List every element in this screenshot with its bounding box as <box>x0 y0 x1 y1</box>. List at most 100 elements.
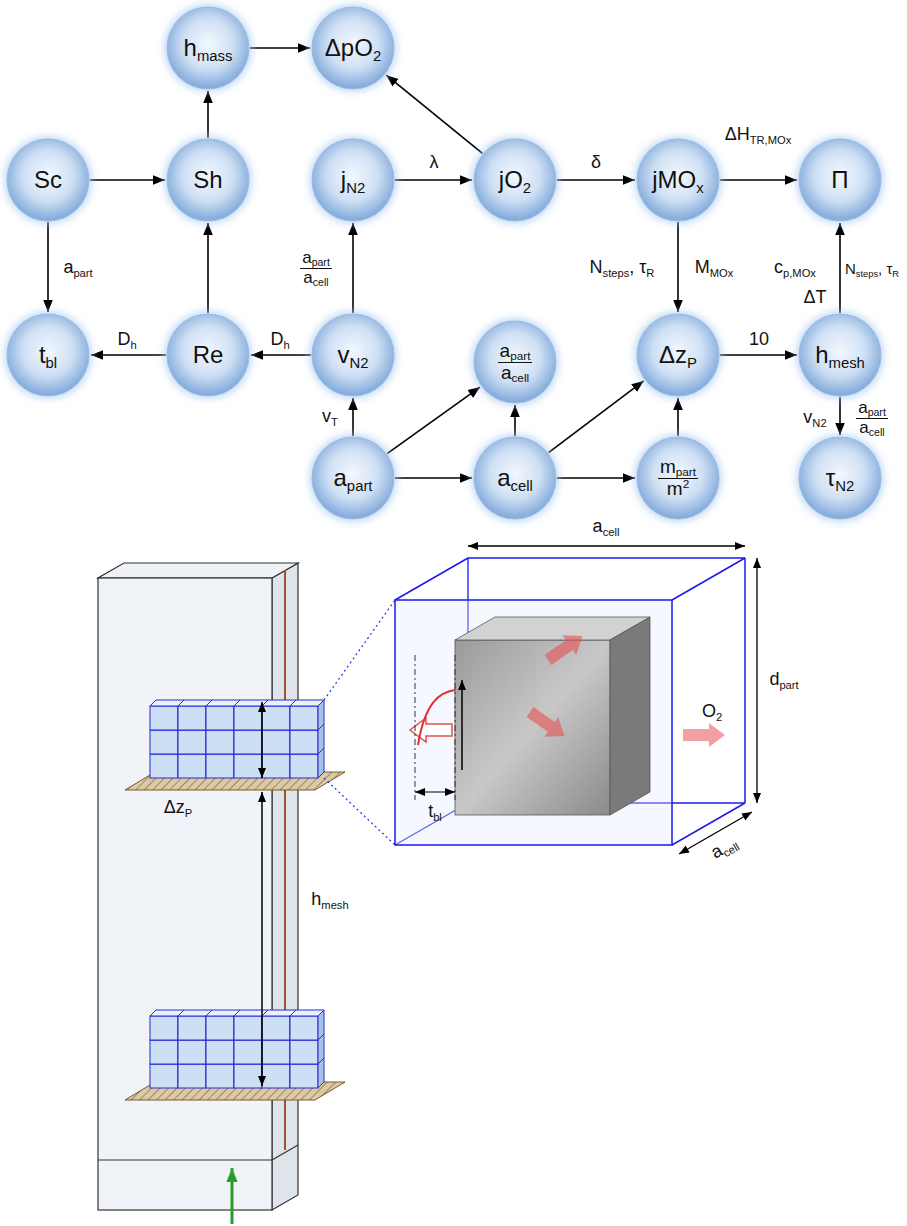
particle-layer <box>150 700 324 778</box>
text-run: 2 <box>373 48 381 64</box>
annotation-label: acell <box>706 832 743 865</box>
annotation-box: cp,MOx <box>772 258 818 278</box>
cell-edge <box>395 558 468 600</box>
annotation-label: hmesh <box>309 890 350 910</box>
text-run: t <box>39 341 46 368</box>
dimension-arrow <box>261 792 263 1086</box>
variable-circle: vN2 <box>311 313 395 397</box>
edge-label-box: Dh <box>115 330 138 350</box>
dependency-arrow <box>207 91 209 138</box>
text-run: O <box>702 701 716 721</box>
particle-front <box>455 640 610 815</box>
text-run: a <box>303 268 312 287</box>
variable-name: τN2 <box>826 465 855 491</box>
text-run: , τ <box>878 260 892 277</box>
annotation-box: dpart <box>767 670 800 690</box>
edge-label: Dh <box>115 330 138 350</box>
text-run: cell <box>313 276 329 288</box>
text-run: part <box>347 478 373 494</box>
dependency-arrow <box>395 179 472 181</box>
circle-glow <box>635 137 721 223</box>
dependency-arrow <box>839 223 841 313</box>
text-run: a <box>501 362 512 383</box>
dimension-arrow <box>468 545 745 546</box>
annotation-box: tbl <box>426 802 444 822</box>
text-run: N2 <box>346 180 365 196</box>
circle-glow <box>797 137 883 223</box>
text-run: part <box>510 349 530 362</box>
dependency-arrow <box>677 398 679 436</box>
dependency-arrow <box>250 47 310 49</box>
variable-circle: ΔpO2 <box>311 6 395 90</box>
text-run: 2 <box>523 180 531 196</box>
edge-label: apart acell <box>298 249 334 287</box>
variable-name: Sh <box>193 167 222 193</box>
reactor-base-line <box>272 1145 298 1160</box>
annotation-box: acell <box>706 832 743 865</box>
variable-name: ΔpO2 <box>325 35 381 61</box>
circle-glow <box>797 435 883 521</box>
text-run: a <box>859 418 868 437</box>
circle-body <box>799 437 881 519</box>
circle-body <box>167 139 249 221</box>
variable-circle: jMOx <box>636 138 720 222</box>
circle-body <box>637 139 719 221</box>
annotation-label: Nsteps, τR <box>843 261 901 278</box>
variable-circle: Π <box>798 138 882 222</box>
cell-edge <box>468 557 745 559</box>
text-run: N2 <box>812 417 826 429</box>
variable-name: jO2 <box>499 167 531 193</box>
text-run: ΔT <box>803 287 826 307</box>
text-run: Π <box>831 166 848 193</box>
text-run: t <box>428 801 433 821</box>
boundary-line <box>415 655 416 800</box>
dependency-arrow <box>352 223 354 313</box>
variable-name: hmesh <box>815 342 865 368</box>
text-run: a <box>63 257 73 277</box>
variable-circle: mpart m2 <box>636 436 720 520</box>
dependency-arrow <box>90 179 165 181</box>
text-run: P <box>687 355 697 371</box>
text-run: cell <box>603 526 620 538</box>
annotation-label: ΔzP <box>162 798 194 818</box>
text-run: v <box>337 341 349 368</box>
dimension-arrow <box>415 791 455 792</box>
text-run: R <box>646 267 654 279</box>
gas-inlet-arrow <box>231 1168 234 1224</box>
dependency-arrow <box>352 398 354 436</box>
text-run: part <box>676 465 696 478</box>
text-run: N <box>845 260 856 277</box>
text-run: Δz <box>164 797 185 817</box>
text-run: cell <box>511 478 533 494</box>
edge-label-box: vN2 <box>801 408 828 428</box>
text-run: m <box>660 456 676 477</box>
concentration-profile <box>418 690 455 745</box>
release-arrow <box>410 718 452 742</box>
fraction-numerator: apart <box>300 249 332 268</box>
edge-label-box: λ <box>428 153 441 173</box>
dependency-arrow <box>720 179 797 181</box>
text-run: D <box>117 329 130 349</box>
text-run: T <box>331 416 338 428</box>
circle-body <box>637 314 719 396</box>
surface-arrow <box>461 680 463 770</box>
dependency-arrow <box>839 397 841 435</box>
text-run: 2 <box>716 711 722 723</box>
circle-body <box>167 7 249 89</box>
circle-glow <box>165 5 251 91</box>
edge-label-box: δ <box>589 153 603 173</box>
circle-body <box>799 314 881 396</box>
text-run: Sh <box>193 166 222 193</box>
edge-label-box: vT <box>320 407 340 427</box>
annotation-label: cp,MOx <box>772 258 818 278</box>
dependency-arrow <box>387 387 480 454</box>
fraction-denominator: acell <box>498 362 533 384</box>
flow-arrow <box>541 626 589 670</box>
edge-label-box: ΔHTR,MOx <box>723 125 794 145</box>
variable-name: ΔzP <box>659 342 697 368</box>
circle-body <box>167 314 249 396</box>
